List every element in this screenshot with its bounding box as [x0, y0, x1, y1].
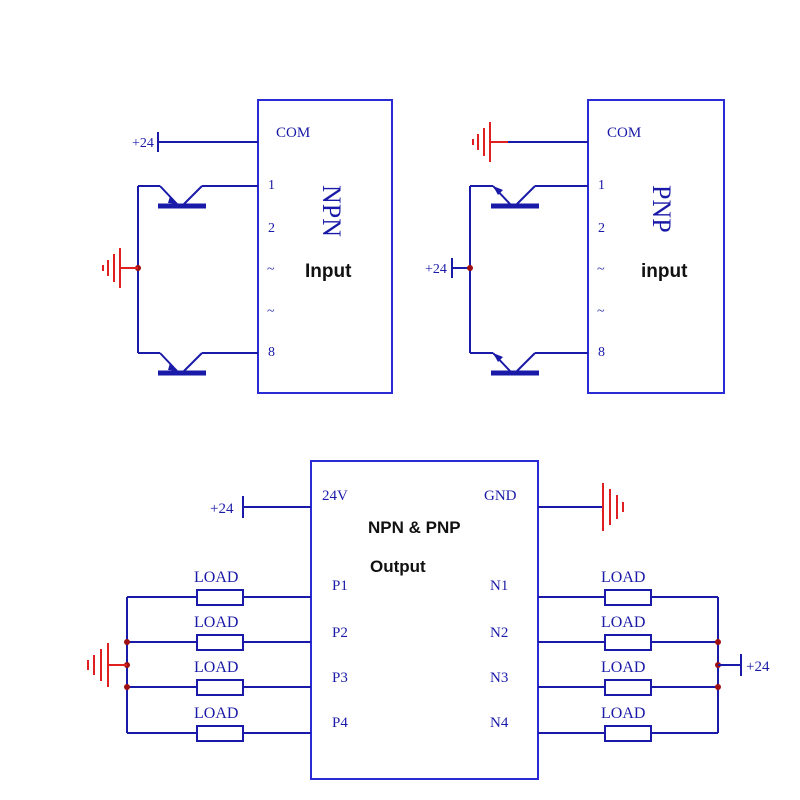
output-pin-p2: P2 [332, 625, 348, 641]
npn-supply-label: +24 [132, 136, 154, 151]
load-resistor-n3 [604, 679, 652, 696]
load-label-n3: LOAD [601, 659, 645, 676]
pnp-supply-label: +24 [425, 262, 447, 277]
load-resistor-p1 [196, 589, 244, 606]
npn-input-block: COM 1 2 ~ ~ 8 NPN Input +24 [102, 99, 393, 394]
pnp-pin-2: 2 [598, 221, 605, 236]
pnp-vertical-label: PNP [647, 185, 676, 233]
output-pin-n3: N3 [490, 670, 508, 686]
load-resistor-n1 [604, 589, 652, 606]
load-label-n4: LOAD [601, 705, 645, 722]
npn-ground-icon [102, 248, 138, 288]
load-resistor-p2 [196, 634, 244, 651]
load-resistor-n2 [604, 634, 652, 651]
npn-pin-tilde-1: ~ [267, 262, 275, 277]
load-resistor-p3 [196, 679, 244, 696]
npn-pin-tilde-2: ~ [267, 304, 275, 319]
load-resistor-n4 [604, 725, 652, 742]
output-title-line2: Output [370, 557, 426, 576]
output-pin-p1: P1 [332, 578, 348, 594]
npn-transistor-2 [138, 352, 258, 376]
load-label-n1: LOAD [601, 569, 645, 586]
pnp-module-box [587, 99, 725, 394]
npn-module-box [257, 99, 393, 394]
pnp-pin-1: 1 [598, 178, 605, 193]
output-pin-n2: N2 [490, 625, 508, 641]
npn-pin-8: 8 [268, 345, 275, 360]
output-title-line1: NPN & PNP [368, 518, 461, 537]
load-label-p3: LOAD [194, 659, 238, 676]
output-module-box [310, 460, 539, 780]
load-resistor-p4 [196, 725, 244, 742]
output-pin-n1: N1 [490, 578, 508, 594]
output-ground-icon [602, 483, 624, 531]
output-pin-p3: P3 [332, 670, 348, 686]
npn-vertical-label: NPN [317, 185, 346, 237]
pnp-pin-8: 8 [598, 345, 605, 360]
output-pin-n4: N4 [490, 715, 509, 731]
p-side-loads: LOAD LOAD LOAD LOAD [87, 569, 311, 742]
pnp-pin-tilde-2: ~ [597, 304, 605, 319]
load-label-p1: LOAD [194, 569, 238, 586]
npn-transistor-1 [138, 185, 258, 209]
n-side-loads: LOAD LOAD LOAD LOAD +24 [538, 569, 770, 742]
pnp-pin-tilde-1: ~ [597, 262, 605, 277]
output-supply-right-label: +24 [746, 659, 770, 675]
pnp-input-block: COM 1 2 ~ ~ 8 PNP input +24 [425, 99, 725, 394]
pnp-transistor-2 [470, 352, 588, 376]
npn-com-label: COM [276, 125, 310, 141]
pnp-com-label: COM [607, 125, 641, 141]
npn-input-title: Input [305, 261, 352, 282]
npn-pin-1: 1 [268, 178, 275, 193]
load-label-n2: LOAD [601, 614, 645, 631]
pnp-transistor-1 [470, 185, 588, 209]
npn-pin-2: 2 [268, 221, 275, 236]
load-label-p2: LOAD [194, 614, 238, 631]
output-block: 24V GND NPN & PNP Output P1 P2 P3 P4 N1 … [87, 460, 770, 780]
pnp-input-title: input [641, 261, 688, 282]
output-24v-label: 24V [322, 488, 348, 504]
load-label-p4: LOAD [194, 705, 238, 722]
output-pin-p4: P4 [332, 715, 348, 731]
output-supply-left-label: +24 [210, 501, 234, 517]
output-gnd-label: GND [484, 488, 517, 504]
pnp-ground-icon [472, 122, 508, 162]
p-side-ground-icon [87, 643, 127, 687]
